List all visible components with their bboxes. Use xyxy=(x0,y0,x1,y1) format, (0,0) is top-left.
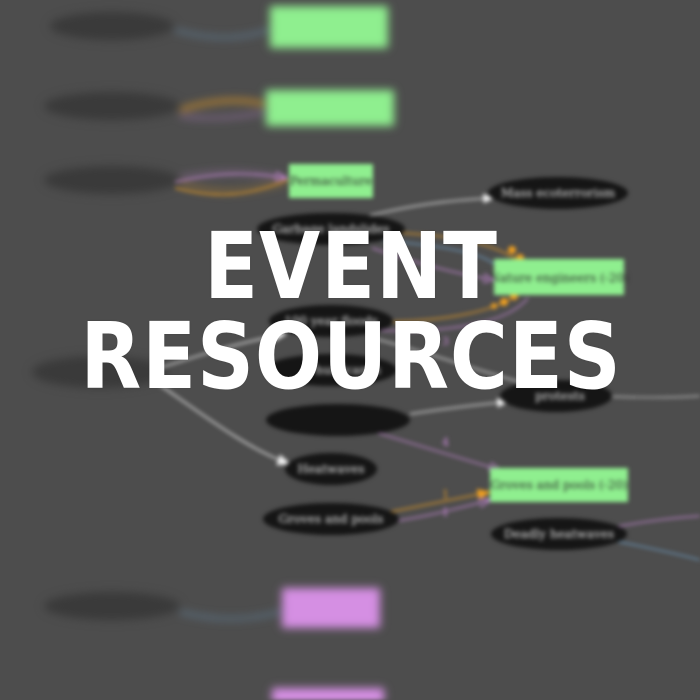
node-deadly-heatwaves-label: Deadly heatwaves xyxy=(504,527,614,541)
node-middle-lower xyxy=(266,404,410,436)
edge-label-orange-1: 1 xyxy=(442,488,449,501)
node-groves-and-pools-target-label: Groves and pools (-20) xyxy=(490,478,627,492)
node-hurricanes-label: hurricanes xyxy=(315,363,381,377)
node-garbage-landslides-label: Garbage landslides xyxy=(272,222,389,236)
title-line-event: EVENT xyxy=(204,213,498,320)
node-heatwaves-label: Heatwaves xyxy=(297,462,364,476)
node-permaculture xyxy=(289,164,373,198)
node-protests-label: protests xyxy=(535,389,585,403)
node-hurricanes xyxy=(265,354,397,386)
node-nature-engineers-label: Nature engineers (-20) xyxy=(489,271,629,285)
node-groves-and-pools-target xyxy=(490,468,628,502)
edge-label-purple-1: 1 xyxy=(442,506,449,519)
node-heatwaves xyxy=(285,453,377,485)
blurred-top-rows xyxy=(32,6,394,700)
node-nature-engineers xyxy=(494,259,624,295)
node-groves-and-pools-label: Groves and pools xyxy=(279,512,384,526)
node-groves-and-pools xyxy=(263,503,399,535)
node-garbage-landslides xyxy=(257,213,405,245)
title-overlay: EVENT RESOURCES xyxy=(50,213,652,410)
node-mass-ecoterrorism xyxy=(488,177,628,209)
graph-nodes: Permaculture Mass ecoterrorism Garbage l… xyxy=(257,164,629,550)
edge-label-3: 3 xyxy=(442,335,449,348)
node-100-year-floods xyxy=(269,305,393,337)
node-mass-ecoterrorism-label: Mass ecoterrorism xyxy=(501,186,616,200)
node-protests xyxy=(500,380,612,412)
edge-label-4: 4 xyxy=(442,436,449,449)
title-line-resources: RESOURCES xyxy=(80,303,622,410)
node-deadly-heatwaves xyxy=(491,518,627,550)
node-100-year-floods-label: 100 year floods xyxy=(284,314,378,328)
node-permaculture-label: Permaculture xyxy=(290,174,373,188)
